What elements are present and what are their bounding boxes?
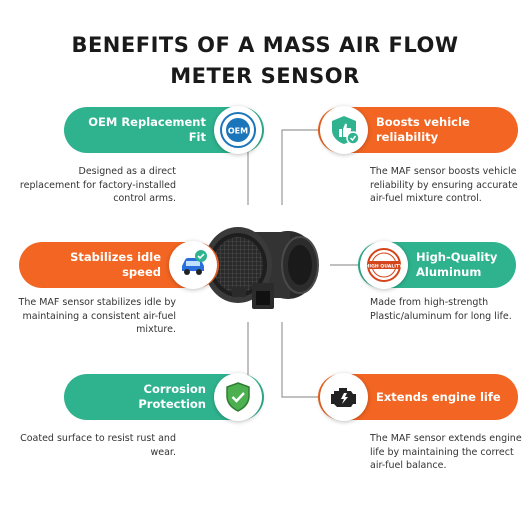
benefit-label-corrosion: Corrosion Protection (138, 382, 206, 411)
benefit-desc-oem: Designed as a direct replacement for fac… (19, 166, 176, 204)
maf-sensor-image (204, 227, 319, 309)
benefit-desc-idle: The MAF sensor stabilizes idle by mainta… (18, 297, 176, 335)
oem-badge-text: OEM (228, 127, 248, 136)
shield-check-icon (214, 373, 262, 421)
benefit-label-engine: Extends engine life (376, 389, 501, 404)
benefit-label-idle: Stabilizes idle speed (70, 250, 161, 279)
benefit-label-reliability: Boosts vehicle reliability (376, 115, 470, 144)
benefit-pill-oem: OEM Replacement Fit OEM (64, 106, 264, 154)
benefit-pill-idle: Stabilizes idle speed (19, 241, 219, 289)
page-title: BENEFITS OF A MASS AIR FLOW METER SENSOR (0, 30, 530, 92)
benefit-label-aluminum: High-Quality Aluminum (416, 250, 498, 279)
high-quality-text: HIGH QUALITY (366, 263, 404, 269)
benefit-pill-reliability: Boosts vehicle reliability (318, 106, 518, 154)
title-line-2: METER SENSOR (170, 64, 360, 88)
benefit-pill-aluminum: HIGH QUALITY High-Quality Aluminum (358, 241, 516, 289)
title-line-1: BENEFITS OF A MASS AIR FLOW (71, 33, 459, 57)
benefit-desc-aluminum: Made from high-strength Plastic/aluminum… (370, 297, 512, 322)
engine-icon (320, 373, 368, 421)
benefit-desc-reliability: The MAF sensor boosts vehicle reliabilit… (370, 166, 518, 204)
oem-badge-icon: OEM (214, 106, 262, 154)
car-check-icon (169, 241, 217, 289)
benefit-desc-corrosion: Coated surface to resist rust and wear. (20, 433, 176, 458)
thumbs-up-shield-icon (320, 106, 368, 154)
benefit-pill-engine: Extends engine life (318, 373, 518, 421)
high-quality-stamp-icon: HIGH QUALITY (360, 241, 408, 289)
benefit-desc-engine: The MAF sensor extends engine life by ma… (370, 433, 522, 471)
benefit-pill-corrosion: Corrosion Protection (64, 373, 264, 421)
benefit-label-oem: OEM Replacement Fit (88, 115, 206, 144)
